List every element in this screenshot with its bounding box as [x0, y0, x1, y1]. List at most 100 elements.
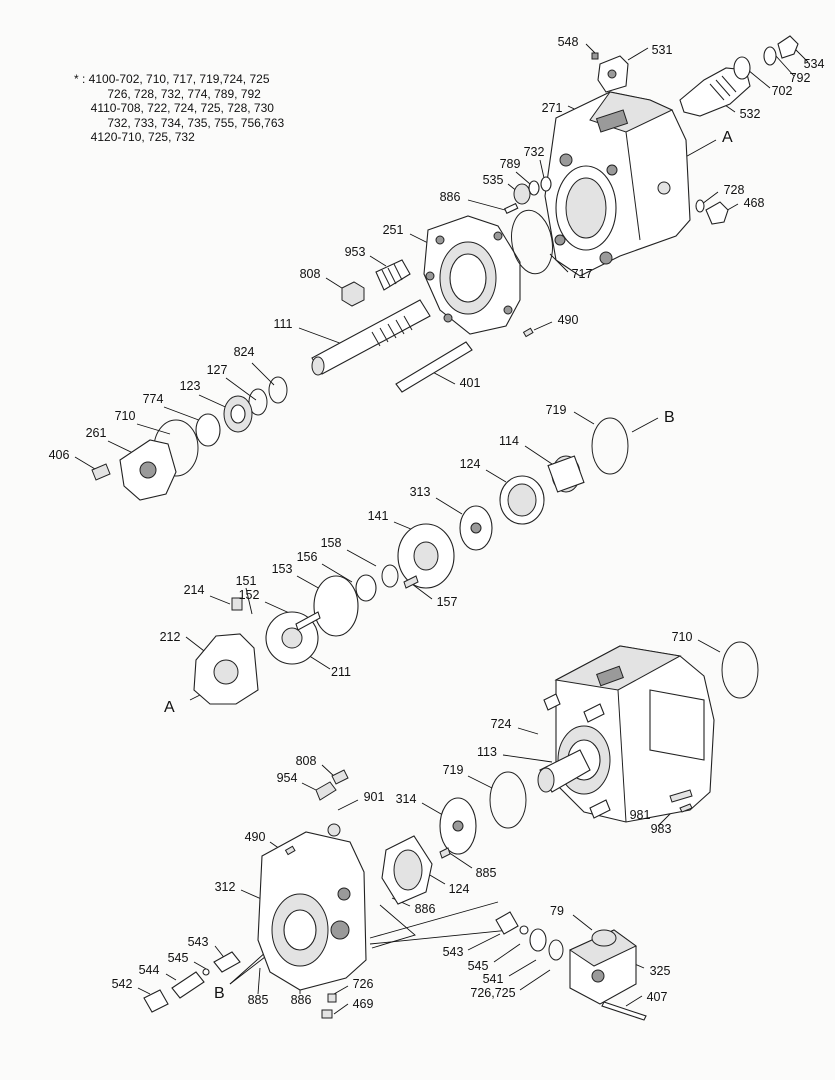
valve-block-312: [257, 769, 367, 1019]
part-label-724: 724: [491, 717, 512, 731]
part-label-407: 407: [647, 990, 668, 1004]
note-line: 4120-710, 725, 732: [74, 130, 195, 145]
part-label-792: 792: [790, 71, 811, 85]
part-label-127: 127: [207, 363, 228, 377]
part-label-719: 719: [443, 763, 464, 777]
part-label-541: 541: [483, 972, 504, 986]
rotating-group: [265, 455, 585, 665]
part-label-124: 124: [449, 882, 470, 896]
part-label-885: 885: [248, 993, 269, 1007]
part-label-543: 543: [443, 945, 464, 959]
part-label-151: 151: [236, 574, 257, 588]
part-label-79: 79: [550, 904, 564, 918]
part-label-732: 732: [524, 145, 545, 159]
part-label-548: 548: [558, 35, 579, 49]
part-label-726: 726: [353, 977, 374, 991]
part-label-886: 886: [291, 993, 312, 1007]
part-label-543: 543: [188, 935, 209, 949]
small-parts-top-right: [503, 35, 799, 225]
part-label-544: 544: [139, 963, 160, 977]
part-label-532: 532: [740, 107, 761, 121]
part-label-490: 490: [245, 830, 266, 844]
part-label-542: 542: [112, 977, 133, 991]
part-label-702: 702: [772, 84, 793, 98]
part-label-885: 885: [476, 866, 497, 880]
part-label-545: 545: [168, 951, 189, 965]
part-label-789: 789: [500, 157, 521, 171]
part-label-113: 113: [477, 745, 497, 759]
o-ring-717: [511, 209, 553, 275]
part-label-313: 313: [410, 485, 431, 499]
part-label-406: 406: [49, 448, 70, 462]
part-label-545: 545: [468, 959, 489, 973]
part-label-901: 901: [364, 790, 385, 804]
part-label-534: 534: [804, 57, 825, 71]
part-label-717: 717: [572, 267, 593, 281]
part-label-153: 153: [272, 562, 293, 576]
pump-housing: [543, 645, 715, 823]
part-label-156: 156: [297, 550, 318, 564]
part-label-212: 212: [160, 630, 181, 644]
part-label-401: 401: [460, 376, 481, 390]
plug-nut-group: [341, 259, 534, 338]
part-label-886: 886: [440, 190, 461, 204]
part-label-314: 314: [396, 792, 417, 806]
part-label-886: 886: [415, 902, 436, 916]
part-label-981: 981: [630, 808, 651, 822]
part-label-114: 114: [499, 434, 519, 448]
flange-251: [423, 215, 521, 335]
note-line: 726, 728, 732, 774, 789, 792: [74, 86, 261, 101]
part-label-141: 141: [368, 509, 389, 523]
part-label-954: 954: [277, 771, 298, 785]
part-label-535: 535: [483, 173, 504, 187]
part-label-271: 271: [542, 101, 563, 115]
section-marker-a-top: A: [722, 129, 733, 146]
o-ring-719-lower: [489, 771, 527, 829]
regulator-325: [568, 929, 647, 1021]
plate-314: [439, 797, 477, 859]
part-label-124: 124: [460, 457, 481, 471]
part-label-111: 111: [273, 317, 292, 331]
bearing-seal-group: [91, 376, 288, 501]
part-label-726-725: 726,725: [470, 986, 515, 1000]
part-label-325: 325: [650, 964, 671, 978]
part-label-531: 531: [652, 43, 673, 57]
section-marker-b-right: B: [664, 409, 675, 426]
part-label-808: 808: [296, 754, 317, 768]
shaft-111: [311, 299, 431, 376]
part-label-728: 728: [724, 183, 745, 197]
part-label-251: 251: [383, 223, 404, 237]
part-label-152: 152: [239, 588, 260, 602]
part-applicability-notes: * : 4100-702, 710, 717, 719,724, 725 726…: [74, 72, 284, 145]
note-line: 732, 733, 734, 735, 755, 756,763: [74, 115, 285, 130]
part-label-261: 261: [86, 426, 107, 440]
part-label-123: 123: [180, 379, 201, 393]
rod-401: [395, 341, 473, 393]
part-label-710: 710: [115, 409, 136, 423]
shaft-113: [537, 749, 591, 793]
note-line: * : 4100-702, 710, 717, 719,724, 725: [74, 72, 270, 86]
part-label-490: 490: [558, 313, 579, 327]
part-label-983: 983: [651, 822, 672, 836]
part-label-214: 214: [184, 583, 205, 597]
section-marker-a-left: A: [164, 699, 175, 716]
part-label-808: 808: [300, 267, 321, 281]
o-ring-719: [591, 417, 629, 475]
part-label-157: 157: [437, 595, 458, 609]
part-label-158: 158: [321, 536, 342, 550]
part-label-312: 312: [215, 880, 236, 894]
small-parts-981-983: [669, 789, 693, 813]
swash-plate-212: [193, 597, 259, 705]
part-label-211: 211: [331, 665, 351, 679]
note-line: 4110-708, 722, 724, 725, 728, 730: [74, 101, 274, 116]
section-marker-b-bottom: B: [214, 985, 225, 1002]
part-label-824: 824: [234, 345, 255, 359]
part-label-710: 710: [672, 630, 693, 644]
part-label-774: 774: [143, 392, 164, 406]
part-label-469: 469: [353, 997, 374, 1011]
bearing-124-lower: [381, 835, 433, 905]
part-label-953: 953: [345, 245, 366, 259]
